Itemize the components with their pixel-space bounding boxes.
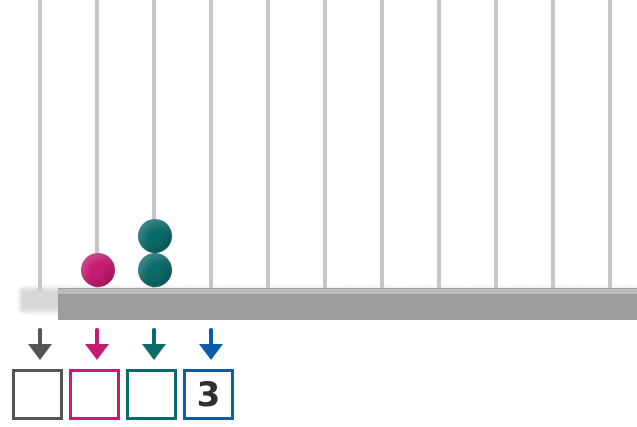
column-2-arrow-icon <box>85 328 109 362</box>
abacus-rod-4 <box>209 0 213 292</box>
bead-pink-1[interactable] <box>81 253 115 287</box>
column-1-digit-box[interactable] <box>12 369 63 420</box>
abacus-rod-8 <box>437 0 441 292</box>
abacus-rod-7 <box>380 0 384 292</box>
bead-teal-1[interactable] <box>138 219 172 253</box>
column-4-digit-box[interactable]: 3 <box>183 369 234 420</box>
abacus-rod-1 <box>38 0 42 292</box>
abacus-rod-5 <box>266 0 270 292</box>
abacus-rod-2 <box>95 0 99 292</box>
abacus-rod-9 <box>494 0 498 292</box>
abacus-rod-6 <box>323 0 327 292</box>
abacus-base-highlight <box>58 289 637 294</box>
column-3-digit-box[interactable] <box>126 369 177 420</box>
column-1-arrow-icon <box>28 328 52 362</box>
abacus-rod-11 <box>608 0 612 292</box>
column-4-arrow-icon <box>199 328 223 362</box>
column-3-arrow-icon <box>142 328 166 362</box>
column-2-digit-box[interactable] <box>69 369 120 420</box>
bead-teal-2[interactable] <box>138 253 172 287</box>
abacus-rod-10 <box>551 0 555 292</box>
